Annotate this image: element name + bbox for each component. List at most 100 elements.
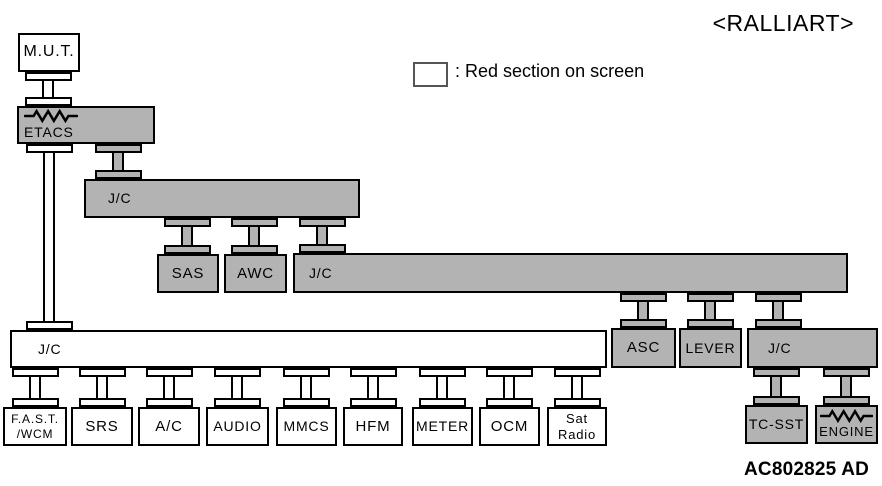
connector-jcmain-meter-top-flange [418, 368, 466, 377]
resistor-icon [820, 409, 873, 424]
connector-jc1-sas-top-flange [163, 218, 211, 227]
connector-jc2-lever-bottom-flange [686, 319, 734, 328]
node-meter: METER [412, 407, 473, 446]
connector-jcmain-meter-bottom-flange [418, 398, 466, 407]
node-tc-sst: TC-SST [745, 405, 808, 444]
node-sat-radio-label: Sat [566, 411, 588, 427]
node-mut-label: M.U.T. [23, 43, 75, 61]
node-awc-label: AWC [237, 264, 274, 282]
connector-jc3-tcsst-top-flange [752, 368, 800, 377]
connector-jc2-jc3-bottom-flange [754, 319, 802, 328]
connector-etacs-jc1-stem [112, 151, 124, 172]
connector-jc1-awc-bottom-flange [230, 245, 278, 254]
connector-jcmain-meter-stem [436, 375, 448, 400]
node-tc-sst-label: TC-SST [748, 416, 805, 433]
connector-jc2-asc-stem [637, 300, 649, 321]
connector-jcmain-fastwcm-stem [29, 375, 41, 400]
node-mmcs-label: MMCS [283, 418, 330, 435]
connector-jcmain-fastwcm-bottom-flange [11, 398, 59, 407]
connector-jcmain-srs-bottom-flange [78, 398, 126, 407]
figure-code: AC802825 AD [744, 459, 870, 480]
node-asc: ASC [611, 328, 676, 368]
node-jc-main-label: J/C [38, 340, 62, 357]
connector-etacs-jc1-top-flange [94, 144, 142, 153]
node-ocm: OCM [479, 407, 540, 446]
connector-jcmain-ocm-top-flange [485, 368, 533, 377]
node-audio: AUDIO [206, 407, 269, 446]
node-ac-label: A/C [155, 417, 183, 435]
connector-jcmain-ac-bottom-flange [145, 398, 193, 407]
connector-mut-etacs-bottom-flange [24, 97, 72, 106]
node-srs-label: SRS [85, 417, 119, 435]
connector-jc2-asc-top-flange [619, 293, 667, 302]
node-jc-main: J/C [10, 330, 607, 368]
node-lever-label: LEVER [685, 339, 736, 356]
connector-etacs-jcmain-stem [43, 151, 55, 323]
node-jc2: J/C [293, 253, 848, 293]
connector-etacs-jc1-bottom-flange [94, 170, 142, 179]
node-asc-label: ASC [626, 339, 661, 357]
connector-jc1-jc2-stem [316, 225, 328, 246]
connector-jcmain-fastwcm-top-flange [11, 368, 59, 377]
node-srs: SRS [71, 407, 133, 446]
node-hfm-label: HFM [355, 417, 391, 435]
connector-jcmain-ocm-bottom-flange [485, 398, 533, 407]
connector-mut-etacs-top-flange [24, 72, 72, 81]
node-fast-wcm-label: F.A.S.T. [11, 412, 59, 427]
node-ocm-label: OCM [490, 417, 529, 435]
node-ac: A/C [138, 407, 200, 446]
node-mut: M.U.T. [18, 33, 80, 72]
connector-jcmain-hfm-stem [367, 375, 379, 400]
connector-jcmain-mmcs-stem [300, 375, 312, 400]
connector-jc2-asc-bottom-flange [619, 319, 667, 328]
connector-jc1-jc2-top-flange [298, 218, 346, 227]
node-jc1: J/C [84, 179, 360, 218]
connector-jc1-jc2-bottom-flange [298, 244, 346, 253]
resistor-icon [24, 109, 78, 124]
connector-etacs-jcmain-top-flange [25, 144, 73, 153]
node-hfm: HFM [343, 407, 403, 446]
connector-jc3-engine-top-flange [822, 368, 870, 377]
variant-label: <RALLIART> [712, 10, 854, 36]
connector-jc3-engine-stem [840, 375, 852, 398]
connector-jcmain-audio-top-flange [213, 368, 261, 377]
connector-jcmain-hfm-bottom-flange [349, 398, 397, 407]
connector-mut-etacs-stem [42, 79, 54, 99]
connector-jcmain-ac-top-flange [145, 368, 193, 377]
connector-jc2-jc3-top-flange [754, 293, 802, 302]
node-engine-label: ENGINE [819, 424, 874, 440]
connector-jcmain-mmcs-top-flange [282, 368, 330, 377]
node-jc3-label: J/C [768, 339, 792, 356]
legend-label: : Red section on screen [455, 61, 645, 81]
connector-jcmain-satradio-top-flange [553, 368, 601, 377]
node-etacs-label: ETACS [24, 124, 74, 141]
node-awc: AWC [224, 254, 287, 293]
node-lever: LEVER [679, 328, 742, 368]
connector-jc2-lever-top-flange [686, 293, 734, 302]
connector-jcmain-hfm-top-flange [349, 368, 397, 377]
legend-swatch [413, 62, 448, 87]
node-etacs: ETACS [17, 106, 155, 144]
connector-jc1-sas-bottom-flange [163, 245, 211, 254]
node-fast-wcm-label: /WCM [16, 426, 54, 441]
connector-jcmain-srs-stem [96, 375, 108, 400]
connector-jc3-engine-bottom-flange [822, 396, 870, 405]
connector-jc1-awc-stem [248, 225, 260, 247]
connector-jcmain-ocm-stem [503, 375, 515, 400]
connector-jcmain-mmcs-bottom-flange [282, 398, 330, 407]
node-jc1-label: J/C [108, 190, 132, 207]
connector-jc2-jc3-stem [772, 300, 784, 321]
node-sas-label: SAS [171, 264, 205, 282]
node-engine: ENGINE [815, 405, 878, 444]
connector-etacs-jcmain-bottom-flange [25, 321, 73, 330]
node-fast-wcm: F.A.S.T./WCM [3, 407, 67, 446]
node-audio-label: AUDIO [213, 418, 262, 435]
node-mmcs: MMCS [276, 407, 337, 446]
connector-jc3-tcsst-bottom-flange [752, 396, 800, 405]
node-jc3: J/C [747, 328, 878, 368]
connector-jcmain-audio-bottom-flange [213, 398, 261, 407]
connector-jc2-lever-stem [704, 300, 716, 321]
node-meter-label: METER [416, 418, 469, 435]
